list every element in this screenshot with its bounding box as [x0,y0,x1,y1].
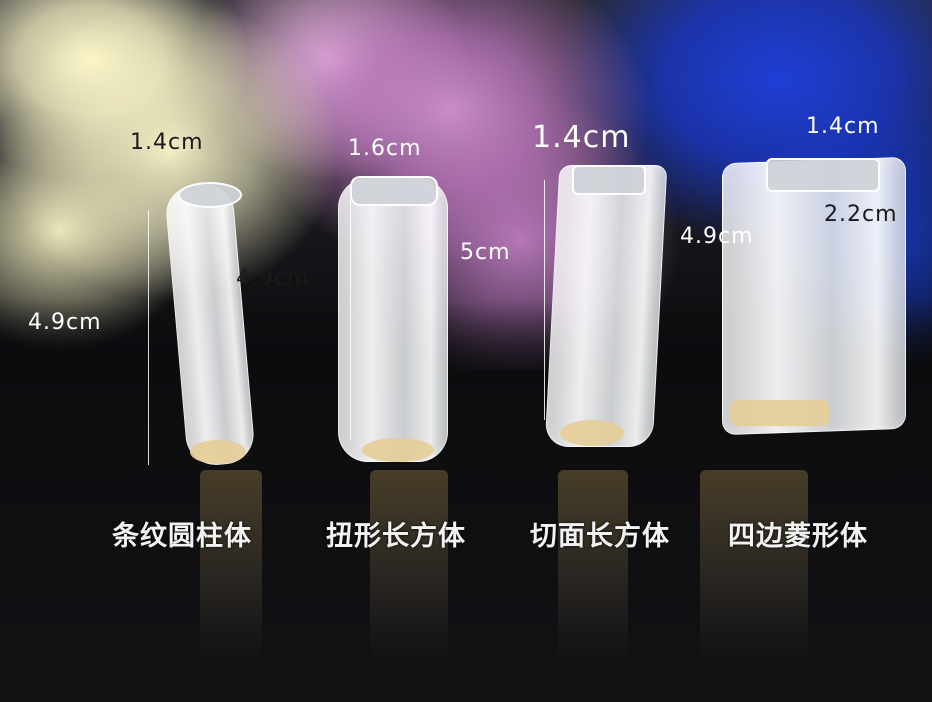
faceted-height-line [544,180,545,420]
caption-twisted-cuboid: 扭形长方体 [326,521,466,552]
twisted-height-line [350,200,351,440]
twisted-height-dimension: 4.9cm [236,266,310,291]
rhombus-top-dimension: 1.4cm [806,114,880,139]
faceted-height-dimension: 5cm [460,240,511,265]
rhombus-base [730,400,830,426]
cylinder-base [190,440,246,464]
caption-rhombus: 四边菱形体 [728,521,868,552]
twisted-top-dimension: 1.6cm [348,136,422,161]
cylinder-height-line [148,210,149,465]
twisted-opening [350,176,438,206]
cylinder-top-dimension: 1.4cm [130,130,204,155]
rhombus-mold [722,156,906,436]
cylinder-reflection [200,470,262,660]
faceted-cuboid-mold [544,165,668,447]
cylinder-height-dimension: 4.9cm [28,310,102,335]
rhombus-height-line [722,175,723,415]
rhombus-side-dimension: 2.2cm [824,202,898,227]
rhombus-height-dimension: 4.9cm [680,224,754,249]
faceted-reflection [558,470,628,660]
twisted-cuboid-mold [338,178,448,462]
twisted-base [362,438,434,462]
faceted-base [560,420,624,446]
twisted-reflection [370,470,448,660]
rhombus-reflection [700,470,808,660]
caption-striped-cylinder: 条纹圆柱体 [112,521,252,552]
caption-faceted-cuboid: 切面长方体 [530,521,670,552]
faceted-top-dimension: 1.4cm [532,120,631,155]
faceted-opening [572,165,646,195]
cylinder-opening [178,182,242,208]
rhombus-opening [766,158,880,192]
